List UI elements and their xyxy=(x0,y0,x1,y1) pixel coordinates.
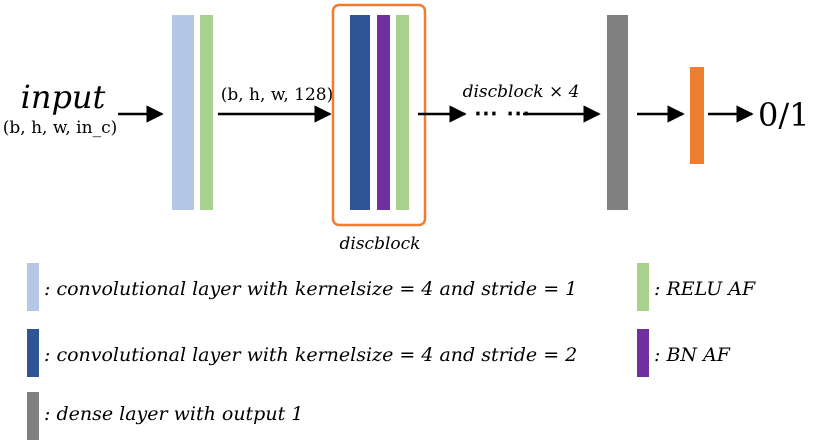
legend-text-conv-stride1: : convolutional layer with kernelsize = … xyxy=(44,278,577,300)
legend-text-dense: : dense layer with output 1 xyxy=(44,403,303,425)
first-output-shape-label: (b, h, w, 128) xyxy=(221,85,334,105)
relu-layer-block xyxy=(396,15,409,210)
dense-layer xyxy=(607,15,628,210)
ellipsis: ⋯ ⋯ xyxy=(474,98,530,127)
legend: : convolutional layer with kernelsize = … xyxy=(27,263,756,440)
legend-text-bn: : BN AF xyxy=(654,344,731,366)
conv-stride2-layer xyxy=(350,15,370,210)
input-shape-label: (b, h, w, in_c) xyxy=(3,118,117,138)
repeat-label: discblock × 4 xyxy=(463,82,580,102)
conv-stride1-layer xyxy=(172,15,194,210)
legend-text-relu: : RELU AF xyxy=(654,278,756,300)
relu-layer xyxy=(200,15,213,210)
output-label: 0/1 xyxy=(758,96,810,134)
legend-swatch-dense xyxy=(27,392,39,440)
legend-swatch-bn xyxy=(637,329,649,377)
legend-swatch-conv-stride1 xyxy=(27,263,39,311)
legend-swatch-relu xyxy=(637,263,649,311)
discblock-label: discblock xyxy=(340,234,421,254)
bn-layer xyxy=(377,15,390,210)
input-label: input xyxy=(21,78,106,116)
legend-swatch-conv-stride2 xyxy=(27,329,39,377)
output-dense-layer xyxy=(690,67,704,164)
legend-text-conv-stride2: : convolutional layer with kernelsize = … xyxy=(44,344,577,366)
